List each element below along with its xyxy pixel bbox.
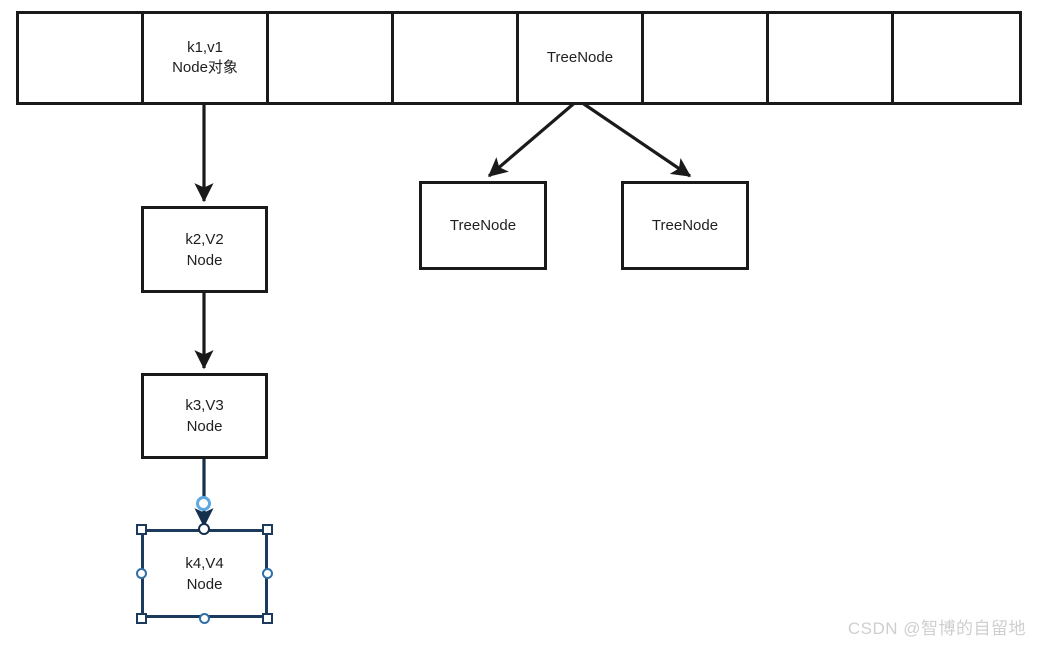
node-box-k3-line1: k3,V3	[185, 397, 224, 414]
array-cell-1[interactable]: k1,v1 Node对象	[144, 14, 269, 102]
tree-node-left[interactable]: TreeNode	[419, 181, 547, 270]
resize-handle-top-left[interactable]	[136, 524, 147, 535]
tree-node-left-label: TreeNode	[449, 217, 517, 234]
array-cell-2[interactable]	[269, 14, 394, 102]
bucket-array: k1,v1 Node对象 TreeNode	[16, 11, 1022, 105]
node-box-k2-line1: k2,V2	[185, 230, 224, 248]
node-box-k4-line1: k4,V4	[185, 554, 224, 572]
node-box-k3[interactable]: k3,V3 Node	[141, 373, 268, 459]
node-box-k2[interactable]: k2,V2 Node	[141, 206, 268, 293]
resize-handle-middle-left[interactable]	[136, 568, 147, 579]
resize-handle-bottom-right[interactable]	[262, 613, 273, 624]
array-cell-6[interactable]	[769, 14, 894, 102]
array-cell-0[interactable]	[19, 14, 144, 102]
arrow-treenode-to-right-child	[577, 98, 692, 178]
edge-endpoint-handle[interactable]	[196, 496, 211, 511]
node-box-k4-line2: Node	[186, 575, 223, 593]
array-cell-3[interactable]	[394, 14, 519, 102]
resize-handle-bottom-left[interactable]	[136, 613, 147, 624]
arrow-treenode-to-left-child	[487, 98, 580, 178]
tree-node-right[interactable]: TreeNode	[621, 181, 749, 270]
resize-handle-bottom-center[interactable]	[199, 613, 210, 624]
node-box-k4-selected[interactable]: k4,V4 Node	[141, 529, 268, 618]
csdn-watermark: CSDN @智博的自留地	[847, 619, 1026, 638]
resize-handle-middle-right[interactable]	[262, 568, 273, 579]
array-cell-5[interactable]	[644, 14, 769, 102]
node-box-k2-line2: Node	[186, 251, 223, 269]
array-cell-1-line1: k1,v1	[187, 38, 223, 56]
edge-terminal-handle[interactable]	[198, 523, 210, 535]
node-box-k3-line2: Node	[186, 418, 223, 435]
array-cell-7[interactable]	[894, 14, 1019, 102]
array-cell-1-line2: Node对象	[172, 59, 238, 76]
array-cell-4[interactable]: TreeNode	[519, 14, 644, 102]
tree-node-right-label: TreeNode	[651, 217, 719, 234]
array-cell-4-line1: TreeNode	[546, 48, 614, 66]
resize-handle-top-right[interactable]	[262, 524, 273, 535]
